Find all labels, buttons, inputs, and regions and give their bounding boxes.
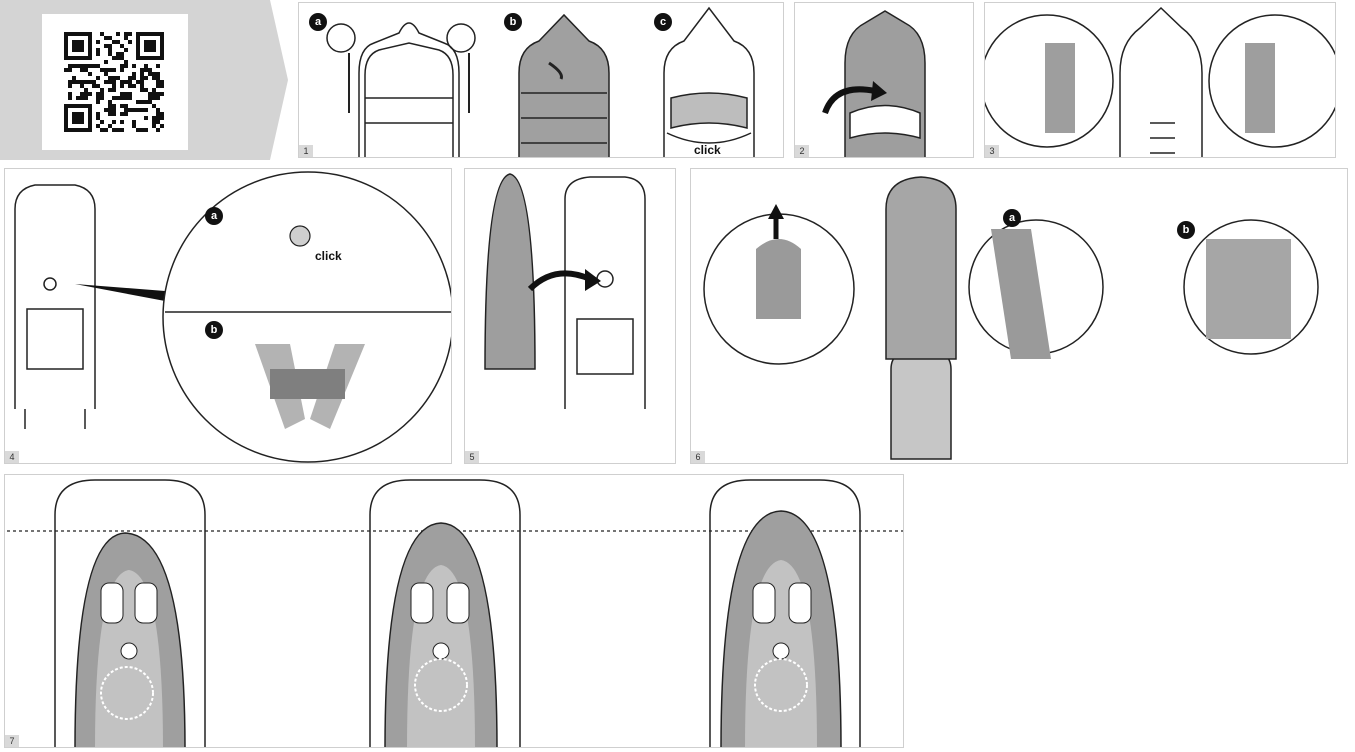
step-1-illustration: [326, 6, 755, 157]
step-number: 1: [299, 145, 313, 157]
step-number: 3: [985, 145, 999, 157]
label-c-badge: c: [654, 13, 672, 31]
step-1-panel: a b c click 1: [298, 2, 784, 158]
step-number: 6: [691, 451, 705, 463]
step-6-panel: a b 6: [690, 168, 1348, 464]
step-number: 2: [795, 145, 809, 157]
step-4-panel: a b click 4: [4, 168, 452, 464]
qr-code-image: [64, 32, 164, 132]
stroller-3: [709, 479, 861, 747]
step-2-panel: 2: [794, 2, 974, 158]
step-3-panel: 3: [984, 2, 1336, 158]
step-5-panel: 5: [464, 168, 676, 464]
header-banner: [0, 0, 288, 213]
step-number: 4: [5, 451, 19, 463]
step-7-panel: 7: [4, 474, 904, 748]
step-number: 7: [5, 735, 19, 747]
step-2-illustration: [822, 10, 926, 157]
label-b-badge: b: [1177, 221, 1195, 239]
step-number: 5: [465, 451, 479, 463]
stroller-1: [54, 479, 206, 747]
label-a-badge: a: [205, 207, 223, 225]
step-5-illustration: [484, 173, 646, 409]
label-b-badge: b: [504, 13, 522, 31]
step-3-illustration: [985, 6, 1335, 157]
step-6-illustration: [703, 176, 1319, 460]
stroller-2: [369, 479, 521, 747]
step-7-illustration: [7, 479, 903, 747]
click-label: click: [694, 143, 721, 157]
label-a-badge: a: [309, 13, 327, 31]
label-a-badge: a: [1003, 209, 1021, 227]
click-label: click: [315, 249, 342, 263]
qr-code[interactable]: [42, 14, 188, 150]
label-b-badge: b: [205, 321, 223, 339]
step-4-illustration: [14, 171, 451, 463]
